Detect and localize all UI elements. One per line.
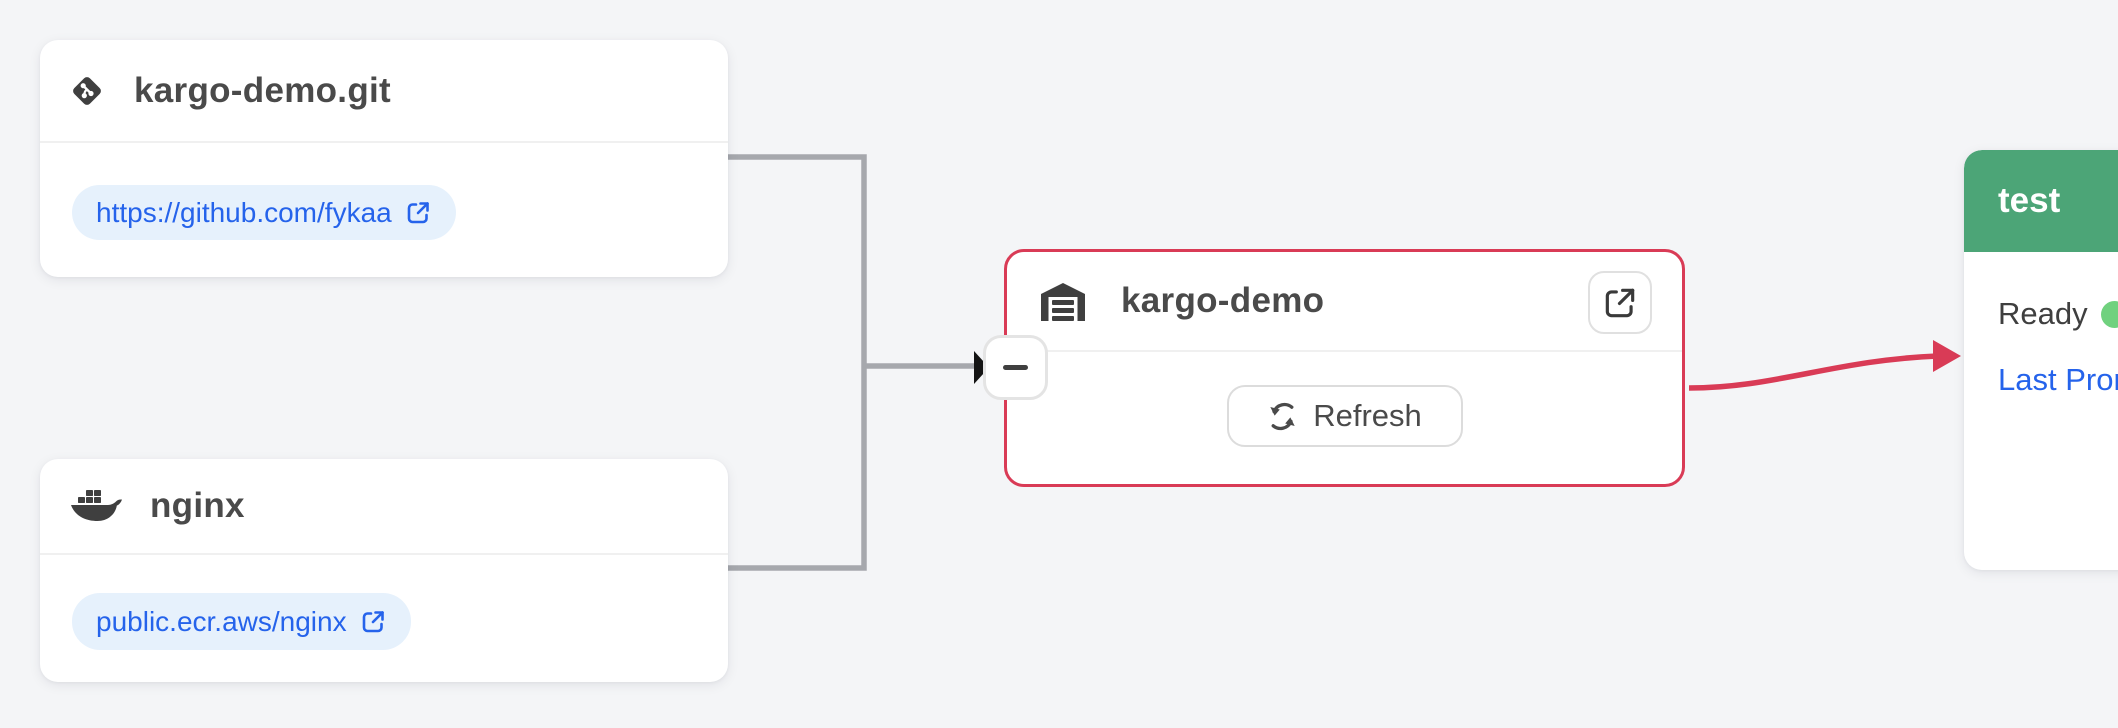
git-repo-node: kargo-demo.git https://github.com/fykaa xyxy=(40,40,728,277)
image-repo-node: nginx public.ecr.aws/nginx xyxy=(40,459,728,682)
stage-title: test xyxy=(1998,181,2061,220)
refresh-button-label: Refresh xyxy=(1313,398,1422,433)
stage-node-test[interactable]: test Ready Last Promotion xyxy=(1964,150,2118,570)
stage-status-row: Ready xyxy=(1998,296,2118,332)
status-healthy-dot-icon xyxy=(2100,300,2118,328)
docker-icon xyxy=(70,488,124,524)
external-link-icon xyxy=(360,608,387,635)
freight-edge-arrowhead-icon xyxy=(974,351,989,384)
git-repo-title: kargo-demo.git xyxy=(134,70,391,110)
promotion-edge xyxy=(1688,353,1939,391)
stage-header: test xyxy=(1964,150,2118,252)
external-link-icon xyxy=(1601,284,1639,322)
git-icon xyxy=(70,74,104,108)
promotion-edge-arrowhead-icon xyxy=(1933,340,1961,372)
external-link-icon xyxy=(405,199,432,226)
warehouse-node[interactable]: kargo-demo xyxy=(1004,249,1685,487)
image-repo-link[interactable]: public.ecr.aws/nginx xyxy=(72,593,411,650)
last-promotion-link[interactable]: Last Promotion xyxy=(1998,362,2118,397)
warehouse-icon xyxy=(1039,281,1087,322)
collapse-upstream-button[interactable] xyxy=(983,335,1048,400)
warehouse-title: kargo-demo xyxy=(1121,281,1325,320)
minus-icon xyxy=(1003,365,1028,370)
git-repo-header: kargo-demo.git xyxy=(40,40,728,143)
git-repo-link[interactable]: https://github.com/fykaa xyxy=(72,185,456,240)
warehouse-open-button[interactable] xyxy=(1588,271,1652,334)
freight-edge-lines xyxy=(726,154,867,571)
refresh-button[interactable]: Refresh xyxy=(1226,385,1463,447)
image-repo-title: nginx xyxy=(150,486,245,525)
stage-body: Ready Last Promotion xyxy=(1964,252,2118,398)
image-repo-header: nginx xyxy=(40,459,728,555)
warehouse-header: kargo-demo xyxy=(1007,252,1682,352)
git-repo-link-label: https://github.com/fykaa xyxy=(96,196,392,228)
refresh-icon xyxy=(1267,401,1298,432)
stage-status-label: Ready xyxy=(1998,296,2088,331)
image-repo-link-label: public.ecr.aws/nginx xyxy=(96,605,347,637)
